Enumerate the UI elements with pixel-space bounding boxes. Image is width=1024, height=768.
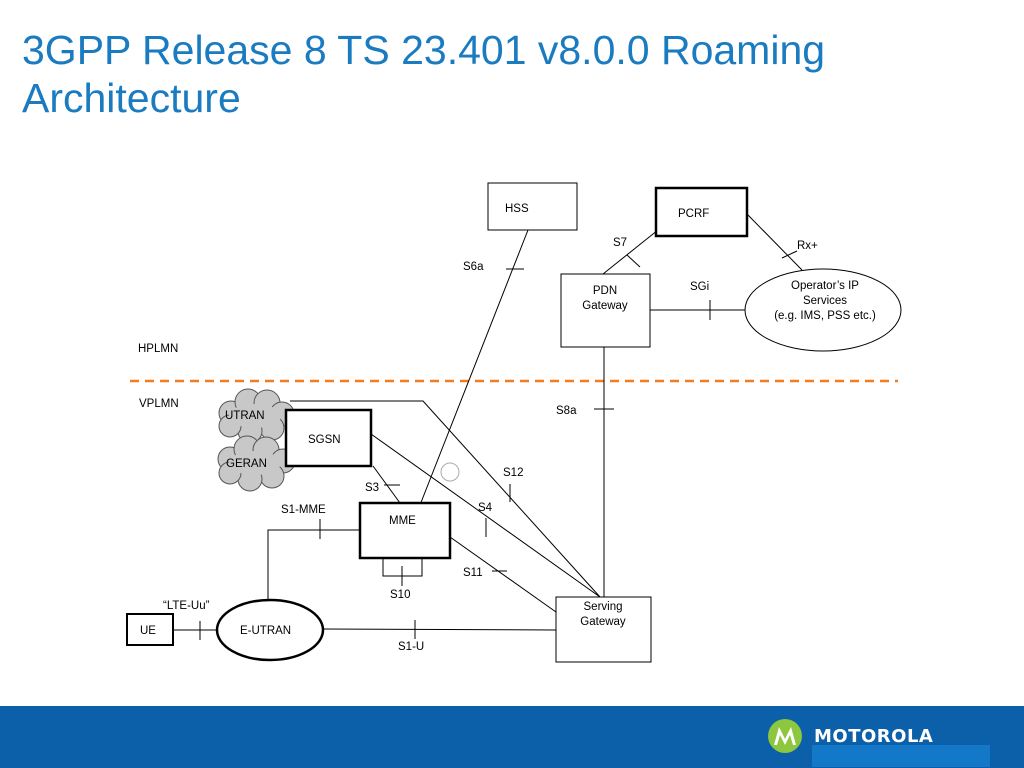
- s4-link: [370, 433, 601, 598]
- architecture-diagram: HPLMN VPLMN UT: [126, 182, 902, 663]
- pcrf-node: PCRF: [654, 186, 749, 238]
- s11-link: [449, 536, 557, 613]
- s6a-link: [419, 229, 529, 506]
- sgsn-node: SGSN: [284, 408, 373, 468]
- footer-strip: [812, 745, 990, 767]
- s1-mme-link: [267, 529, 360, 600]
- pcrf-label: PCRF: [678, 208, 709, 220]
- s1-u-label: S1-U: [398, 641, 424, 653]
- s1-u-link: [322, 628, 557, 631]
- s7-label: S7: [613, 237, 627, 249]
- ue-label: UE: [140, 625, 156, 637]
- s1-mme-label: S1-MME: [281, 504, 326, 516]
- motorola-wordmark: MOTOROLA: [814, 726, 934, 747]
- operator-ip-label-line1: Operator’s IP: [791, 280, 859, 292]
- hss-node: HSS: [487, 182, 578, 231]
- geran-label: GERAN: [226, 458, 267, 470]
- lte-uu-label: “LTE-Uu”: [163, 600, 210, 612]
- vplmn-label: VPLMN: [139, 398, 179, 410]
- operator-ip-label-line3: (e.g. IMS, PSS etc.): [774, 310, 876, 322]
- motorola-logo: [768, 719, 802, 753]
- pdn-gateway-node: PDN Gateway: [560, 273, 651, 348]
- rx-link: [746, 213, 803, 271]
- mme-node: MME: [358, 501, 452, 560]
- s6a-label: S6a: [463, 261, 484, 273]
- s12-link: [290, 400, 601, 598]
- hplmn-label: HPLMN: [138, 343, 178, 355]
- eutran-node: E-UTRAN: [215, 598, 325, 662]
- s8a-label: S8a: [556, 405, 577, 417]
- hss-label: HSS: [505, 203, 529, 215]
- ue-node: UE: [126, 613, 174, 646]
- serving-gateway-node: Serving Gateway: [555, 596, 652, 663]
- operator-ip-label-line2: Services: [803, 295, 847, 307]
- s10-label: S10: [390, 589, 410, 601]
- s7-link: [602, 229, 659, 275]
- connector-circle: [440, 462, 460, 482]
- eutran-label: E-UTRAN: [240, 625, 291, 637]
- s3-label: S3: [365, 482, 379, 494]
- utran-label: UTRAN: [225, 410, 265, 422]
- sgi-label: SGi: [690, 281, 709, 293]
- serving-gateway-label-line2: Gateway: [580, 616, 626, 628]
- serving-gateway-label-line1: Serving: [584, 601, 623, 613]
- slide-title: 3GPP Release 8 TS 23.401 v8.0.0 Roaming …: [22, 27, 826, 121]
- s7-tick: [626, 254, 641, 268]
- motorola-batwing-icon: [768, 719, 802, 753]
- pdn-gateway-label-line2: Gateway: [582, 300, 628, 312]
- operator-ip-services-node: Operator’s IP Services (e.g. IMS, PSS et…: [744, 268, 902, 352]
- mme-label: MME: [389, 515, 416, 527]
- s4-label: S4: [478, 502, 493, 514]
- sgsn-label: SGSN: [308, 434, 341, 446]
- s11-label: S11: [463, 567, 483, 579]
- s12-label: S12: [503, 467, 523, 479]
- pdn-gateway-label-line1: PDN: [593, 285, 617, 297]
- rx-tick: [781, 250, 798, 259]
- rx-label: Rx+: [797, 240, 818, 252]
